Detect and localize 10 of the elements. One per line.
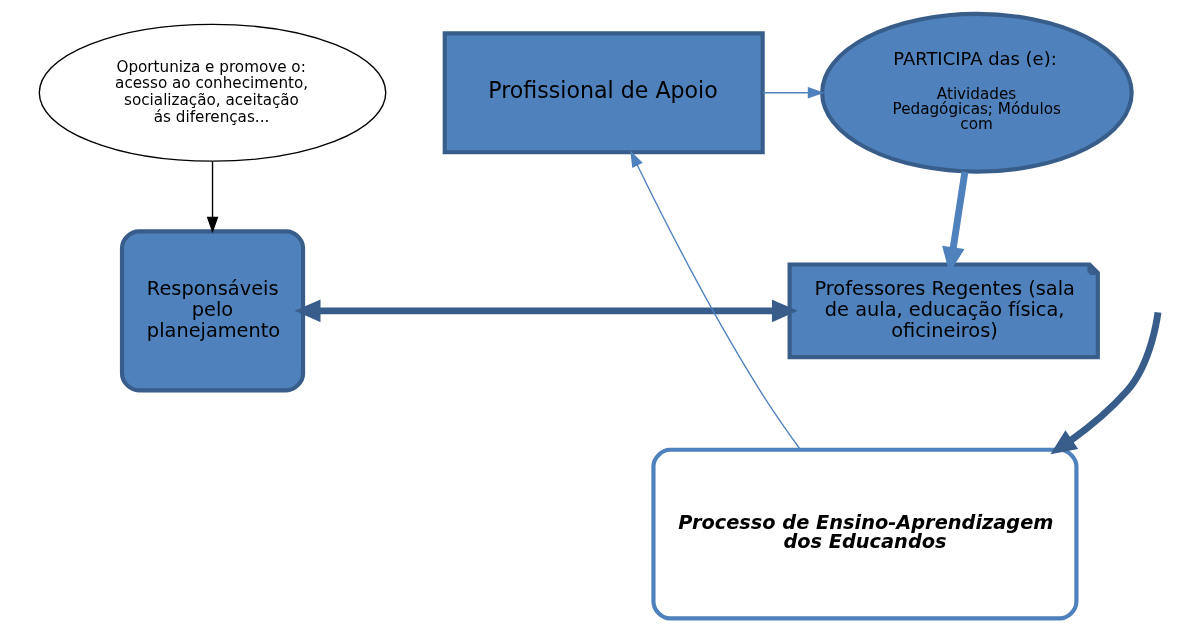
node-box: Processo de Ensino-Aprendizagem dos Educandos — [650, 447, 1078, 621]
arrow — [206, 161, 218, 234]
node-ellipse: PARTICIPA das (e): Atividades Pedagógicas; Módulos com — [819, 11, 1134, 174]
node-box: Responsáveis pelo planejamento — [119, 229, 305, 393]
node-ellipse: Oportuniza e promove o: acesso ao conhecimento, socialização, aceitação ás diferenças... — [38, 23, 386, 162]
arrow — [294, 299, 798, 323]
arrow — [629, 150, 801, 451]
arrow — [1049, 311, 1161, 455]
node-box: Profissional de Apoio — [442, 31, 765, 155]
arrow — [761, 86, 824, 99]
